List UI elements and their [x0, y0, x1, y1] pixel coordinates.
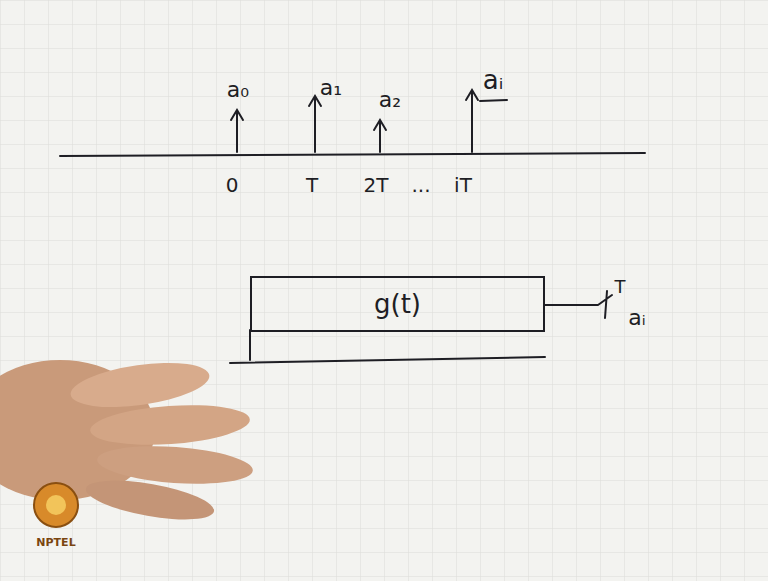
signal-label: 2T [364, 175, 389, 195]
time-axis [60, 153, 645, 156]
signal-label: T [306, 175, 318, 195]
signal-label: iT [454, 175, 472, 195]
signal-label: aᵢ [483, 67, 504, 93]
signal-label: aᵢ [628, 307, 645, 329]
underline [480, 100, 507, 101]
sampling-period: T [615, 278, 626, 296]
signal-label: a₂ [379, 89, 401, 111]
impulse [466, 90, 478, 152]
signal-label: a₀ [227, 79, 249, 101]
logo-text: NPTEL [36, 537, 75, 548]
box-label: g(t) [362, 285, 433, 323]
impulse [231, 110, 243, 152]
box-base [230, 330, 545, 363]
signal-label: ... [411, 175, 430, 195]
impulse [309, 96, 321, 152]
sampler-switch [545, 291, 612, 318]
signal-label: 0 [226, 175, 239, 195]
hand [0, 355, 254, 527]
impulse [374, 120, 386, 152]
filter-box: g(t) [250, 276, 545, 332]
nptel-logo [34, 483, 78, 527]
signal-label: a₁ [320, 77, 342, 99]
